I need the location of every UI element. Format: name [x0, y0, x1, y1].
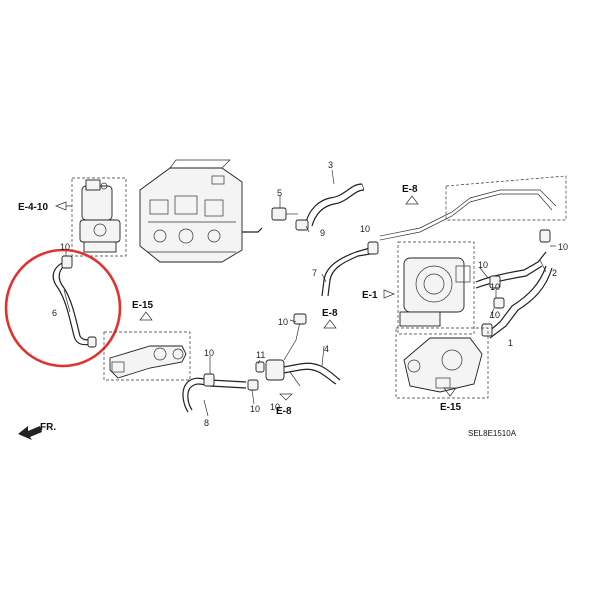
highlight-circle — [4, 248, 122, 368]
pipe-e8-top — [379, 175, 567, 243]
arrow-e8-top — [405, 195, 419, 205]
ref-e8-bottom: E-8 — [276, 406, 292, 417]
arrow-e1 — [383, 289, 395, 299]
ref-e8-mid: E-8 — [322, 308, 338, 319]
ref-e8-top: E-8 — [402, 184, 418, 195]
label-5: 5 — [277, 188, 282, 198]
ref-e1: E-1 — [362, 290, 378, 301]
label-10-hose7: 10 — [360, 224, 370, 234]
leader-lines — [63, 169, 556, 417]
clamp-10-right-c — [481, 323, 493, 337]
label-10-egr: 10 — [60, 242, 70, 252]
ref-e15-left: E-15 — [132, 300, 154, 311]
egr-valve-assembly — [71, 177, 127, 257]
part-9-clamp — [295, 219, 309, 231]
label-9: 9 — [320, 228, 325, 238]
arrow-e8-mid — [323, 319, 337, 329]
clamp-10-egr — [61, 255, 73, 269]
front-arrow-icon — [18, 426, 42, 440]
hose-3[interactable] — [305, 183, 365, 227]
hose-7[interactable] — [321, 247, 371, 297]
throttle-body — [397, 241, 475, 335]
label-10-right-b: 10 — [490, 282, 500, 292]
arrow-e410 — [55, 201, 72, 211]
clamp-10-right-b — [493, 297, 505, 309]
label-10-joint-low: 10 — [250, 404, 260, 414]
label-10-joint-low2: 10 — [270, 402, 280, 412]
diagram-code: SEL8E1510A — [468, 429, 517, 438]
hose-4[interactable] — [277, 362, 341, 385]
label-10-hose8: 10 — [204, 348, 214, 358]
hose-2[interactable] — [475, 251, 547, 289]
front-marker: FR. — [40, 422, 56, 433]
joint-fitting — [265, 313, 307, 387]
label-8: 8 — [204, 418, 209, 428]
label-4: 4 — [324, 344, 329, 354]
label-10-right-a: 10 — [478, 260, 488, 270]
label-10-right-c: 10 — [490, 310, 500, 320]
clamp-10-hose7 — [367, 241, 379, 255]
clamp-10-hose8 — [203, 373, 215, 387]
hose-6[interactable] — [52, 261, 93, 346]
label-7: 7 — [312, 268, 317, 278]
label-11: 11 — [256, 350, 265, 360]
ref-e15-right: E-15 — [440, 402, 462, 413]
clamp-10-joint — [247, 379, 259, 391]
arrow-e15-left — [139, 311, 153, 321]
label-1: 1 — [508, 338, 513, 348]
clamp-10-right-a — [489, 275, 501, 289]
water-pipe-assembly — [103, 331, 191, 381]
clamp-11 — [255, 361, 265, 373]
label-3: 3 — [328, 160, 333, 170]
engine-block — [139, 159, 263, 263]
hose-1[interactable] — [485, 265, 553, 339]
arrow-e8-bottom — [279, 393, 293, 401]
label-10-mid: 10 — [278, 317, 288, 327]
label-2: 2 — [552, 268, 557, 278]
part-5-fitting — [271, 207, 298, 221]
arrow-e15-right — [443, 387, 457, 397]
thermostat-housing — [395, 327, 489, 399]
clamp-hose6-end — [87, 336, 97, 348]
hose-8[interactable] — [182, 377, 247, 413]
label-10-pipe: 10 — [558, 242, 568, 252]
label-6: 6 — [52, 308, 57, 318]
ref-e410: E-4-10 — [18, 202, 48, 213]
